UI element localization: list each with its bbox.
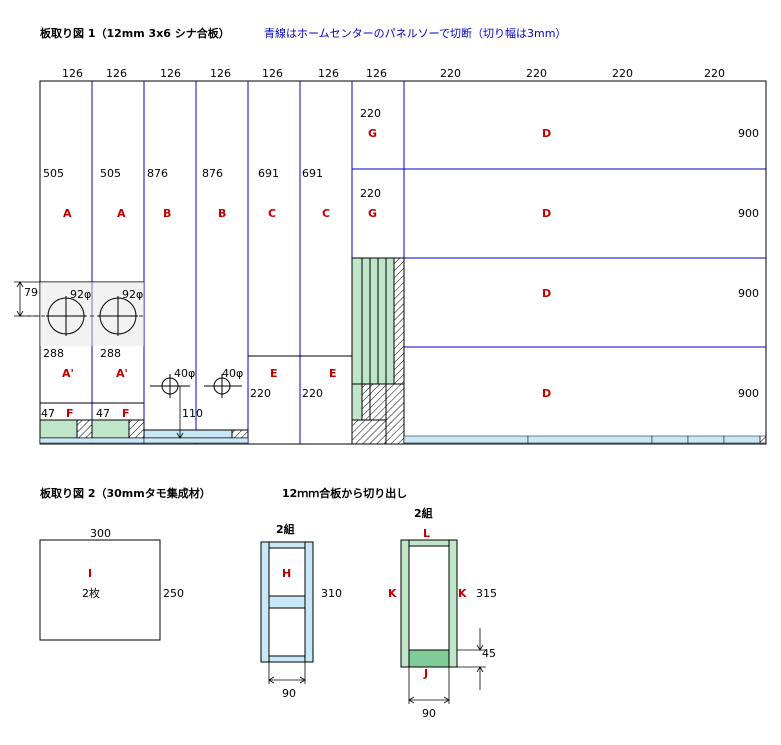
top-width-1: 126	[62, 67, 83, 80]
width-g2: 220	[360, 187, 381, 200]
top-width-11: 220	[704, 67, 725, 80]
top-width-4: 126	[210, 67, 231, 80]
hole-40-2	[204, 374, 242, 398]
width-e1: 220	[250, 387, 271, 400]
f-strip-1-hatch	[76, 419, 93, 439]
dim-110-label: 110	[182, 407, 203, 420]
bottom-blue-strips	[403, 435, 767, 444]
k-left-label: K	[388, 587, 397, 600]
green-strips	[351, 257, 405, 445]
dim-d1: 900	[738, 127, 759, 140]
len-f2: 47	[96, 407, 110, 420]
len-a2: 505	[100, 167, 121, 180]
label-d2: D	[542, 207, 552, 220]
hole-92-label-1: 92φ	[70, 288, 92, 301]
h-height: 310	[321, 587, 342, 600]
len-ap1: 288	[43, 347, 64, 360]
width-g1: 220	[360, 107, 381, 120]
diagram1-title: 板取り図 1（12mm 3x6 シナ合板）	[40, 27, 230, 40]
len-a1: 505	[43, 167, 64, 180]
l-label: L	[423, 527, 431, 540]
h-sets: 2組	[276, 523, 295, 536]
len-c1: 691	[258, 167, 279, 180]
k-sets: 2組	[414, 507, 433, 520]
len-f1: 47	[41, 407, 55, 420]
i-label: I	[88, 567, 93, 580]
bottom-thin-strip-2	[143, 437, 249, 444]
j-dim: 45	[482, 647, 496, 660]
label-g1: G	[368, 127, 378, 140]
dim-d3: 900	[738, 287, 759, 300]
label-g2: G	[368, 207, 378, 220]
top-width-10: 220	[612, 67, 633, 80]
label-ap1: A'	[62, 367, 74, 380]
i-width: 300	[90, 527, 111, 540]
dim-79	[14, 281, 40, 317]
label-b1: B	[163, 207, 172, 220]
f-strip-2-hatch	[128, 419, 145, 439]
len-c2: 691	[302, 167, 323, 180]
len-b2: 876	[202, 167, 223, 180]
panel-i	[39, 539, 161, 641]
dim-k-width	[408, 667, 450, 704]
top-width-2: 126	[106, 67, 127, 80]
label-d3: D	[542, 287, 552, 300]
frame-k	[400, 539, 458, 668]
j-label: J	[424, 667, 429, 680]
diagram1-note: 青線はホームセンターのパネルソーで切断（切り幅は3mm）	[264, 27, 567, 40]
diagram2-subtitle: 12ｍｍ合板から切り出し	[282, 487, 408, 500]
strip-cuts	[91, 81, 766, 444]
dim-h-width	[268, 662, 306, 684]
a-prime-panel	[40, 282, 144, 346]
top-width-9: 220	[526, 67, 547, 80]
b-bottom-strip	[143, 429, 233, 439]
label-ap2: A'	[116, 367, 128, 380]
k-right-label: K	[458, 587, 467, 600]
hole-40-label-2: 40φ	[222, 367, 244, 380]
dim-d2: 900	[738, 207, 759, 220]
dim-79-label: 79	[24, 286, 38, 299]
hole-40-label-1: 40φ	[174, 367, 196, 380]
top-width-6: 126	[318, 67, 339, 80]
dim-45	[457, 628, 486, 690]
len-ap2: 288	[100, 347, 121, 360]
k-width: 90	[422, 707, 436, 720]
label-f1: F	[66, 407, 74, 420]
hole-40-1	[150, 374, 190, 398]
diagram2-title: 板取り図 2（30mmタモ集成材）	[40, 487, 211, 500]
h-label: H	[282, 567, 292, 580]
top-width-3: 126	[160, 67, 181, 80]
label-c2: C	[322, 207, 331, 220]
top-width-8: 220	[440, 67, 461, 80]
f-strip-1	[39, 419, 78, 439]
label-d4: D	[542, 387, 552, 400]
label-a1: A	[63, 207, 72, 220]
top-width-7: 126	[366, 67, 387, 80]
frame-h	[260, 541, 314, 663]
label-e1: E	[270, 367, 278, 380]
hole-92-label-2: 92φ	[122, 288, 144, 301]
i-count: 2枚	[82, 587, 100, 600]
label-d1: D	[542, 127, 552, 140]
len-b1: 876	[147, 167, 168, 180]
h-width: 90	[282, 687, 296, 700]
label-e2: E	[329, 367, 337, 380]
dim-110	[176, 386, 184, 439]
label-c1: C	[268, 207, 277, 220]
label-b2: B	[218, 207, 227, 220]
label-a2: A	[117, 207, 126, 220]
dim-d4: 900	[738, 387, 759, 400]
f-strip-2	[91, 419, 130, 439]
i-height: 250	[163, 587, 184, 600]
width-e2: 220	[302, 387, 323, 400]
top-width-5: 126	[262, 67, 283, 80]
k-height: 315	[476, 587, 497, 600]
b-bottom-hatch	[231, 429, 249, 439]
bottom-thin-strip-1	[39, 437, 145, 444]
label-f2: F	[122, 407, 130, 420]
